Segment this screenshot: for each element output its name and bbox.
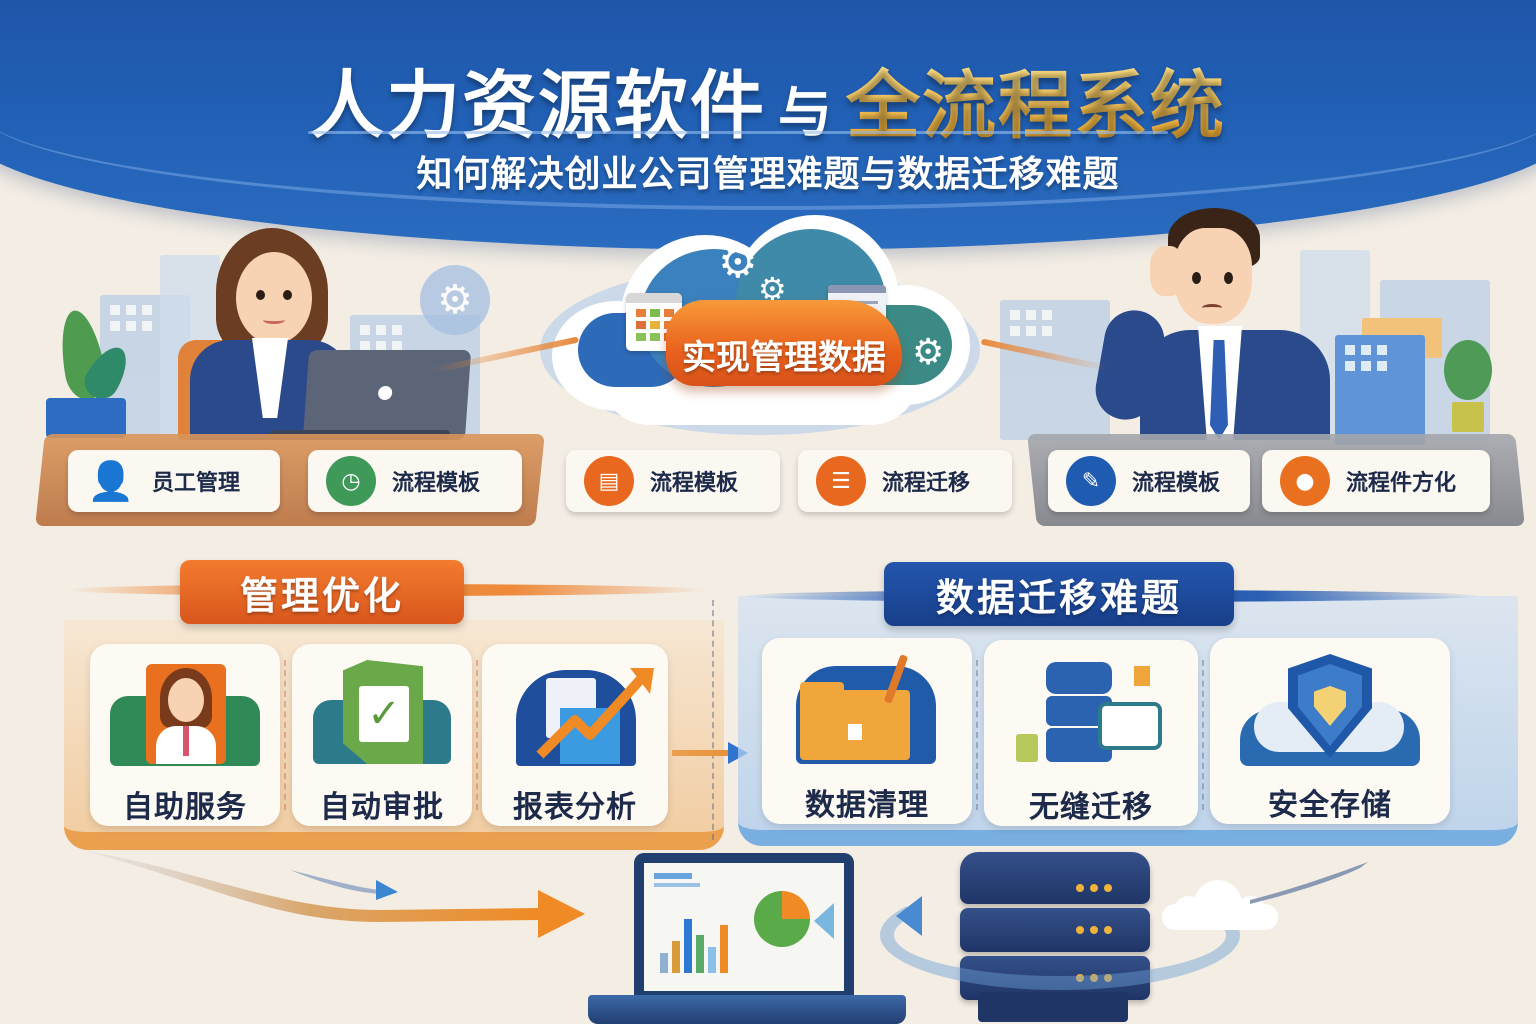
feature-pill-location[interactable]: ● 流程件方化 [1262,450,1490,512]
feature-pill-tools[interactable]: ✎ 流程模板 [1048,450,1250,512]
page-subtitle: 知何解决创业公司管理难题与数据迁移难题 [416,154,1120,195]
location-pin-icon: ● [1280,456,1330,506]
card-label: 无缝迁移 [1029,790,1153,825]
feature-pill-migration[interactable]: ☰ 流程迁移 [798,450,1012,512]
face [1174,228,1252,324]
plant-icon [1438,340,1498,440]
transfer-arrow [672,750,732,756]
woman-with-laptop-illustration [40,220,500,440]
confused-man-illustration [1070,200,1530,440]
management-section-title: 管理优化 [180,560,464,624]
analytics-trend-icon [500,660,654,768]
flow-arrows [80,850,585,938]
feature-pill-process-template[interactable]: ◷ 流程模板 [308,450,522,512]
divider [976,660,978,810]
title-part-1: 人力资源软件 [310,63,766,149]
card-label: 数据清理 [805,788,929,823]
gear-icon: ⚙ [758,270,787,308]
card-label: 报表分析 [513,790,637,825]
card-data-cleanup[interactable]: 数据清理 [762,638,972,824]
feature-pill-form[interactable]: ▤ 流程模板 [566,450,780,512]
banner-stripe [0,0,1536,210]
pill-label: 员工管理 [152,471,241,496]
divider [476,660,478,810]
card-seamless-migration[interactable]: 无缝迁移 [984,640,1198,826]
folder-cleanup-icon [792,654,942,766]
title-part-2: 全流程系统 [846,63,1226,149]
pill-label: 流程模板 [650,471,739,496]
pill-label: 流程模板 [392,471,481,496]
pill-label: 流程件方化 [1346,471,1457,496]
laptop-dashboard-icon [634,853,854,1001]
title-divider [308,131,1168,134]
gear-icon: ⚙ [420,265,490,335]
security-shield-icon [1240,654,1420,766]
card-auto-approval[interactable]: ✓ 自动审批 [292,644,472,826]
migration-section-title: 数据迁移难题 [884,562,1234,626]
feature-pill-employee[interactable]: 👤 员工管理 [68,450,280,512]
form-icon: ▤ [584,456,634,506]
building [1335,335,1425,445]
card-report-analysis[interactable]: 报表分析 [482,644,668,826]
laptop-base [588,995,906,1024]
page-title: 人力资源软件与全流程系统 [0,46,1536,153]
building [1000,300,1110,440]
card-label: 安全存储 [1268,788,1392,823]
panel-divider [712,600,714,840]
tie [1210,340,1228,440]
divider [1202,660,1204,810]
clock-icon: ◷ [326,456,376,506]
skyline-right [1000,240,1520,445]
approval-check-icon: ✓ [307,660,457,768]
gear-icon: ⚙ [718,237,758,288]
title-conjunction: 与 [778,81,834,144]
database-icon: ☰ [816,456,866,506]
tools-icon: ✎ [1066,456,1116,506]
pill-label: 流程迁移 [882,471,971,496]
employee-profile-icon [110,660,260,768]
divider [284,660,286,810]
gear-icon: ⚙ [912,332,945,373]
flow-swoosh [1250,862,1368,904]
card-secure-storage[interactable]: 安全存储 [1210,638,1450,824]
card-label: 自动审批 [320,790,444,825]
pill-label: 流程模板 [1132,471,1221,496]
cloud-label-badge: 实现管理数据 [666,300,902,386]
server-transfer-icon [1016,656,1166,768]
card-self-service[interactable]: 自助服务 [90,644,280,826]
plant-icon [40,307,136,440]
employee-icon: 👤 [87,458,135,503]
card-label: 自助服务 [123,790,247,825]
cloud-icon [1162,880,1278,930]
sync-arrow-head [896,896,922,936]
hand [1150,246,1184,296]
face [236,252,312,344]
